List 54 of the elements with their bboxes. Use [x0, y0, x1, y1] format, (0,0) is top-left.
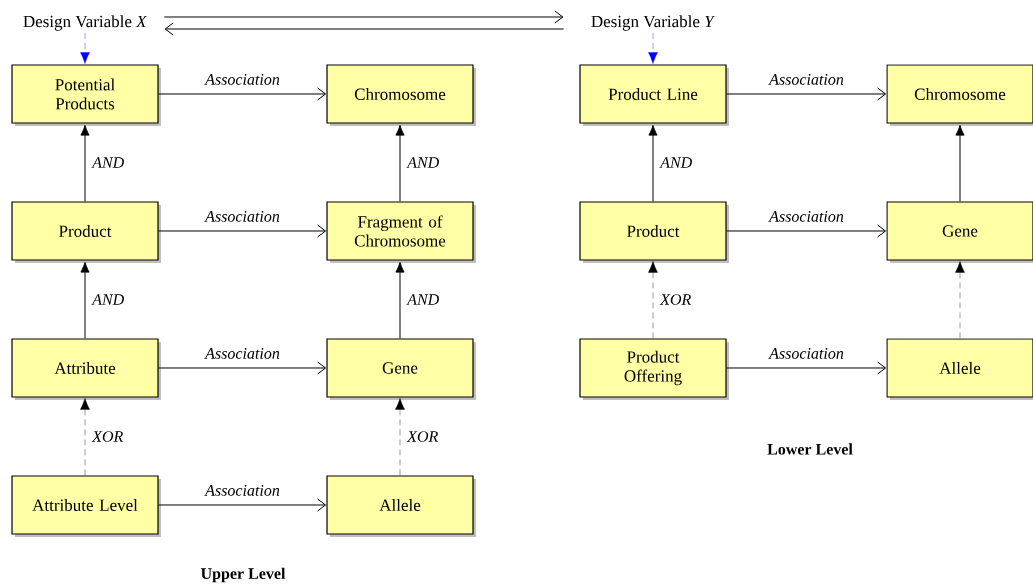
arrow	[648, 261, 658, 339]
edge-label: AND	[91, 293, 126, 306]
concept-box: Attribute Level	[11, 475, 161, 537]
concept-box: Fragment of Chromosome	[326, 201, 476, 263]
concept-box: Gene	[886, 201, 1033, 263]
concept-box: Allele	[326, 475, 476, 537]
edge-label: AND	[91, 156, 126, 169]
arrow	[158, 87, 327, 101]
arrow	[80, 124, 90, 202]
edge-label: AND	[659, 156, 694, 169]
edge-label: Association	[768, 347, 845, 360]
arrow	[395, 398, 405, 476]
edge-label: Association	[768, 73, 845, 86]
edge-label: Association	[204, 347, 281, 360]
edge-label: Association	[204, 73, 281, 86]
concept-box: Potential Products	[11, 64, 161, 126]
edge-label: XOR	[406, 430, 440, 443]
arrow	[648, 32, 658, 64]
edge-label: AND	[406, 293, 441, 306]
variable-label: Design Variable Y	[591, 15, 716, 31]
level-caption: Lower Level	[767, 443, 853, 455]
edge-label: XOR	[659, 293, 693, 306]
arrow	[395, 124, 405, 202]
concept-box: Product Line	[579, 64, 729, 126]
concept-box: Product	[579, 201, 729, 263]
concept-box: Attribute	[11, 338, 161, 400]
concept-box: Product	[11, 201, 161, 263]
arrow	[726, 361, 887, 375]
arrow	[726, 224, 887, 238]
arrow	[955, 261, 965, 339]
arrow	[395, 261, 405, 339]
variable-label: Design Variable X	[23, 15, 148, 31]
arrow	[648, 124, 658, 202]
concept-box: Gene	[326, 338, 476, 400]
arrow	[955, 124, 965, 202]
concept-box: Chromosome	[326, 64, 476, 126]
arrow	[80, 32, 90, 64]
level-caption: Upper Level	[200, 567, 286, 583]
concept-box: Allele	[886, 338, 1033, 400]
edge-label: Association	[768, 210, 845, 223]
arrow	[80, 398, 90, 476]
arrow	[163, 10, 564, 24]
concept-box: Product Offering	[579, 338, 729, 400]
edge-label: XOR	[91, 430, 125, 443]
arrow	[158, 361, 327, 375]
arrow	[164, 22, 565, 36]
arrow	[158, 498, 327, 512]
arrow	[726, 87, 887, 101]
arrow	[80, 261, 90, 339]
edge-label: Association	[204, 484, 281, 497]
concept-box: Chromosome	[886, 64, 1033, 126]
edge-label: AND	[406, 156, 441, 169]
arrow	[158, 224, 327, 238]
edge-label: Association	[204, 210, 281, 223]
